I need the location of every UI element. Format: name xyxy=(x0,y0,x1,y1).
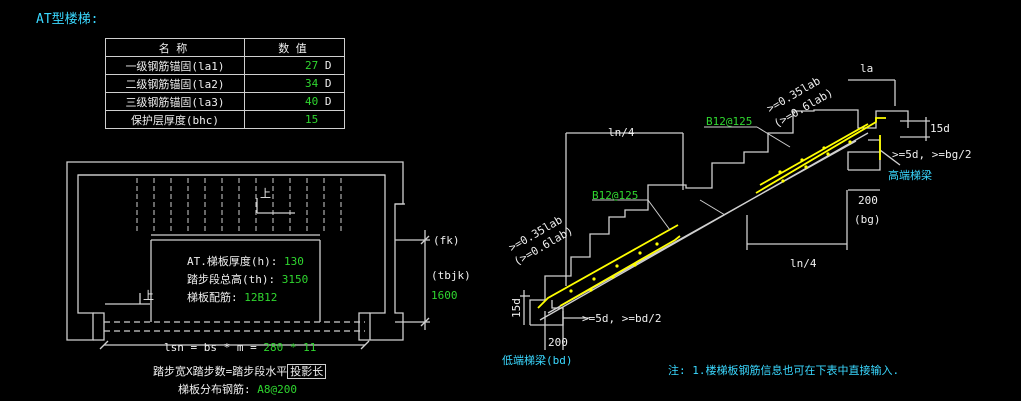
bg-label: (bg) xyxy=(854,213,881,226)
row-unit: D xyxy=(324,77,332,90)
stair-type-title: AT型楼梯: xyxy=(36,12,99,27)
slab-rebar-label: 梯板配筋: xyxy=(187,291,238,304)
step-description: 踏步宽X踏步数=踏步段水平投影长 xyxy=(153,364,327,379)
distribution-rebar[interactable]: 梯板分布钢筋: A8@200 xyxy=(178,384,297,395)
top-rebar[interactable]: B12@125 xyxy=(706,115,753,128)
la-label: la xyxy=(860,62,874,75)
row-value[interactable]: 27 xyxy=(305,59,319,72)
row-name: 保护层厚度(bhc) xyxy=(105,110,245,129)
step-height-value[interactable]: 3150 xyxy=(281,273,309,286)
bottom-anchor-rule: >=5d, >=bd/2 xyxy=(582,312,662,325)
slab-thickness-value[interactable]: 130 xyxy=(283,255,304,268)
row-value[interactable]: 34 xyxy=(305,77,319,90)
step-height[interactable]: 踏步段总高(th): 3150 xyxy=(187,274,308,285)
row-unit: D xyxy=(324,59,332,72)
table-row[interactable]: 三级钢筋锚固(la3) 40 D xyxy=(105,92,345,111)
step-desc-boxed: 投影长 xyxy=(287,364,327,379)
high-beam-label: 高端梯梁 xyxy=(888,169,932,182)
tbjk-label: (tbjk) xyxy=(431,269,471,282)
table-row[interactable]: 保护层厚度(bhc) 15 xyxy=(105,110,345,129)
dist-rebar-value[interactable]: A8@200 xyxy=(257,383,297,396)
dist-rebar-label: 梯板分布钢筋: xyxy=(178,383,251,396)
row-name: 三级钢筋锚固(la3) xyxy=(105,92,245,111)
row-name: 一级钢筋锚固(la1) xyxy=(105,56,245,75)
row-value[interactable]: 15 xyxy=(305,113,319,126)
lsn-formula-prefix: lsn = bs * m = xyxy=(164,341,257,354)
bottom-rebar[interactable]: B12@125 xyxy=(592,189,639,202)
table-header-row: 名 称 数 值 xyxy=(105,38,345,57)
lsn-formula-values[interactable]: 280 * 11 xyxy=(263,341,317,354)
row-value-cell[interactable]: 40 D xyxy=(244,92,345,111)
top-15d: 15d xyxy=(930,122,950,135)
ln4-bottom: ln/4 xyxy=(790,257,817,270)
fk-label: (fk) xyxy=(433,234,460,247)
slab-thickness[interactable]: AT.梯板厚度(h): 130 xyxy=(187,256,304,267)
slab-rebar-value[interactable]: 12B12 xyxy=(244,291,278,304)
low-beam-label: 低端梯梁(bd) xyxy=(502,354,573,367)
step-height-label: 踏步段总高(th): xyxy=(187,273,276,286)
slab-thickness-label: AT.梯板厚度(h): xyxy=(187,255,278,268)
up-label: 上 xyxy=(260,187,271,200)
row-value[interactable]: 40 xyxy=(305,95,319,108)
slab-rebar[interactable]: 梯板配筋: 12B12 xyxy=(187,292,277,303)
top-200-dim: 200 xyxy=(858,194,878,207)
bottom-15d: 15d xyxy=(510,298,523,318)
note-text: 注: 1.楼梯板钢筋信息也可在下表中直接输入. xyxy=(668,364,900,377)
up-label: 上 xyxy=(143,289,154,302)
row-unit: D xyxy=(324,95,332,108)
step-desc-prefix: 踏步宽X踏步数=踏步段水平 xyxy=(153,365,288,378)
row-value-cell[interactable]: 15 xyxy=(244,110,345,129)
header-value: 数 值 xyxy=(244,38,345,57)
ln4-top: ln/4 xyxy=(608,126,635,139)
parameter-table: 名 称 数 值 一级钢筋锚固(la1) 27 D 二级钢筋锚固(la2) 34 … xyxy=(105,38,345,129)
top-anchor-rule: >=5d, >=bg/2 xyxy=(892,148,972,161)
side-value[interactable]: 1600 xyxy=(431,289,458,302)
bottom-200-dim: 200 xyxy=(548,336,568,349)
lsn-formula[interactable]: lsn = bs * m = 280 * 11 xyxy=(164,342,316,353)
